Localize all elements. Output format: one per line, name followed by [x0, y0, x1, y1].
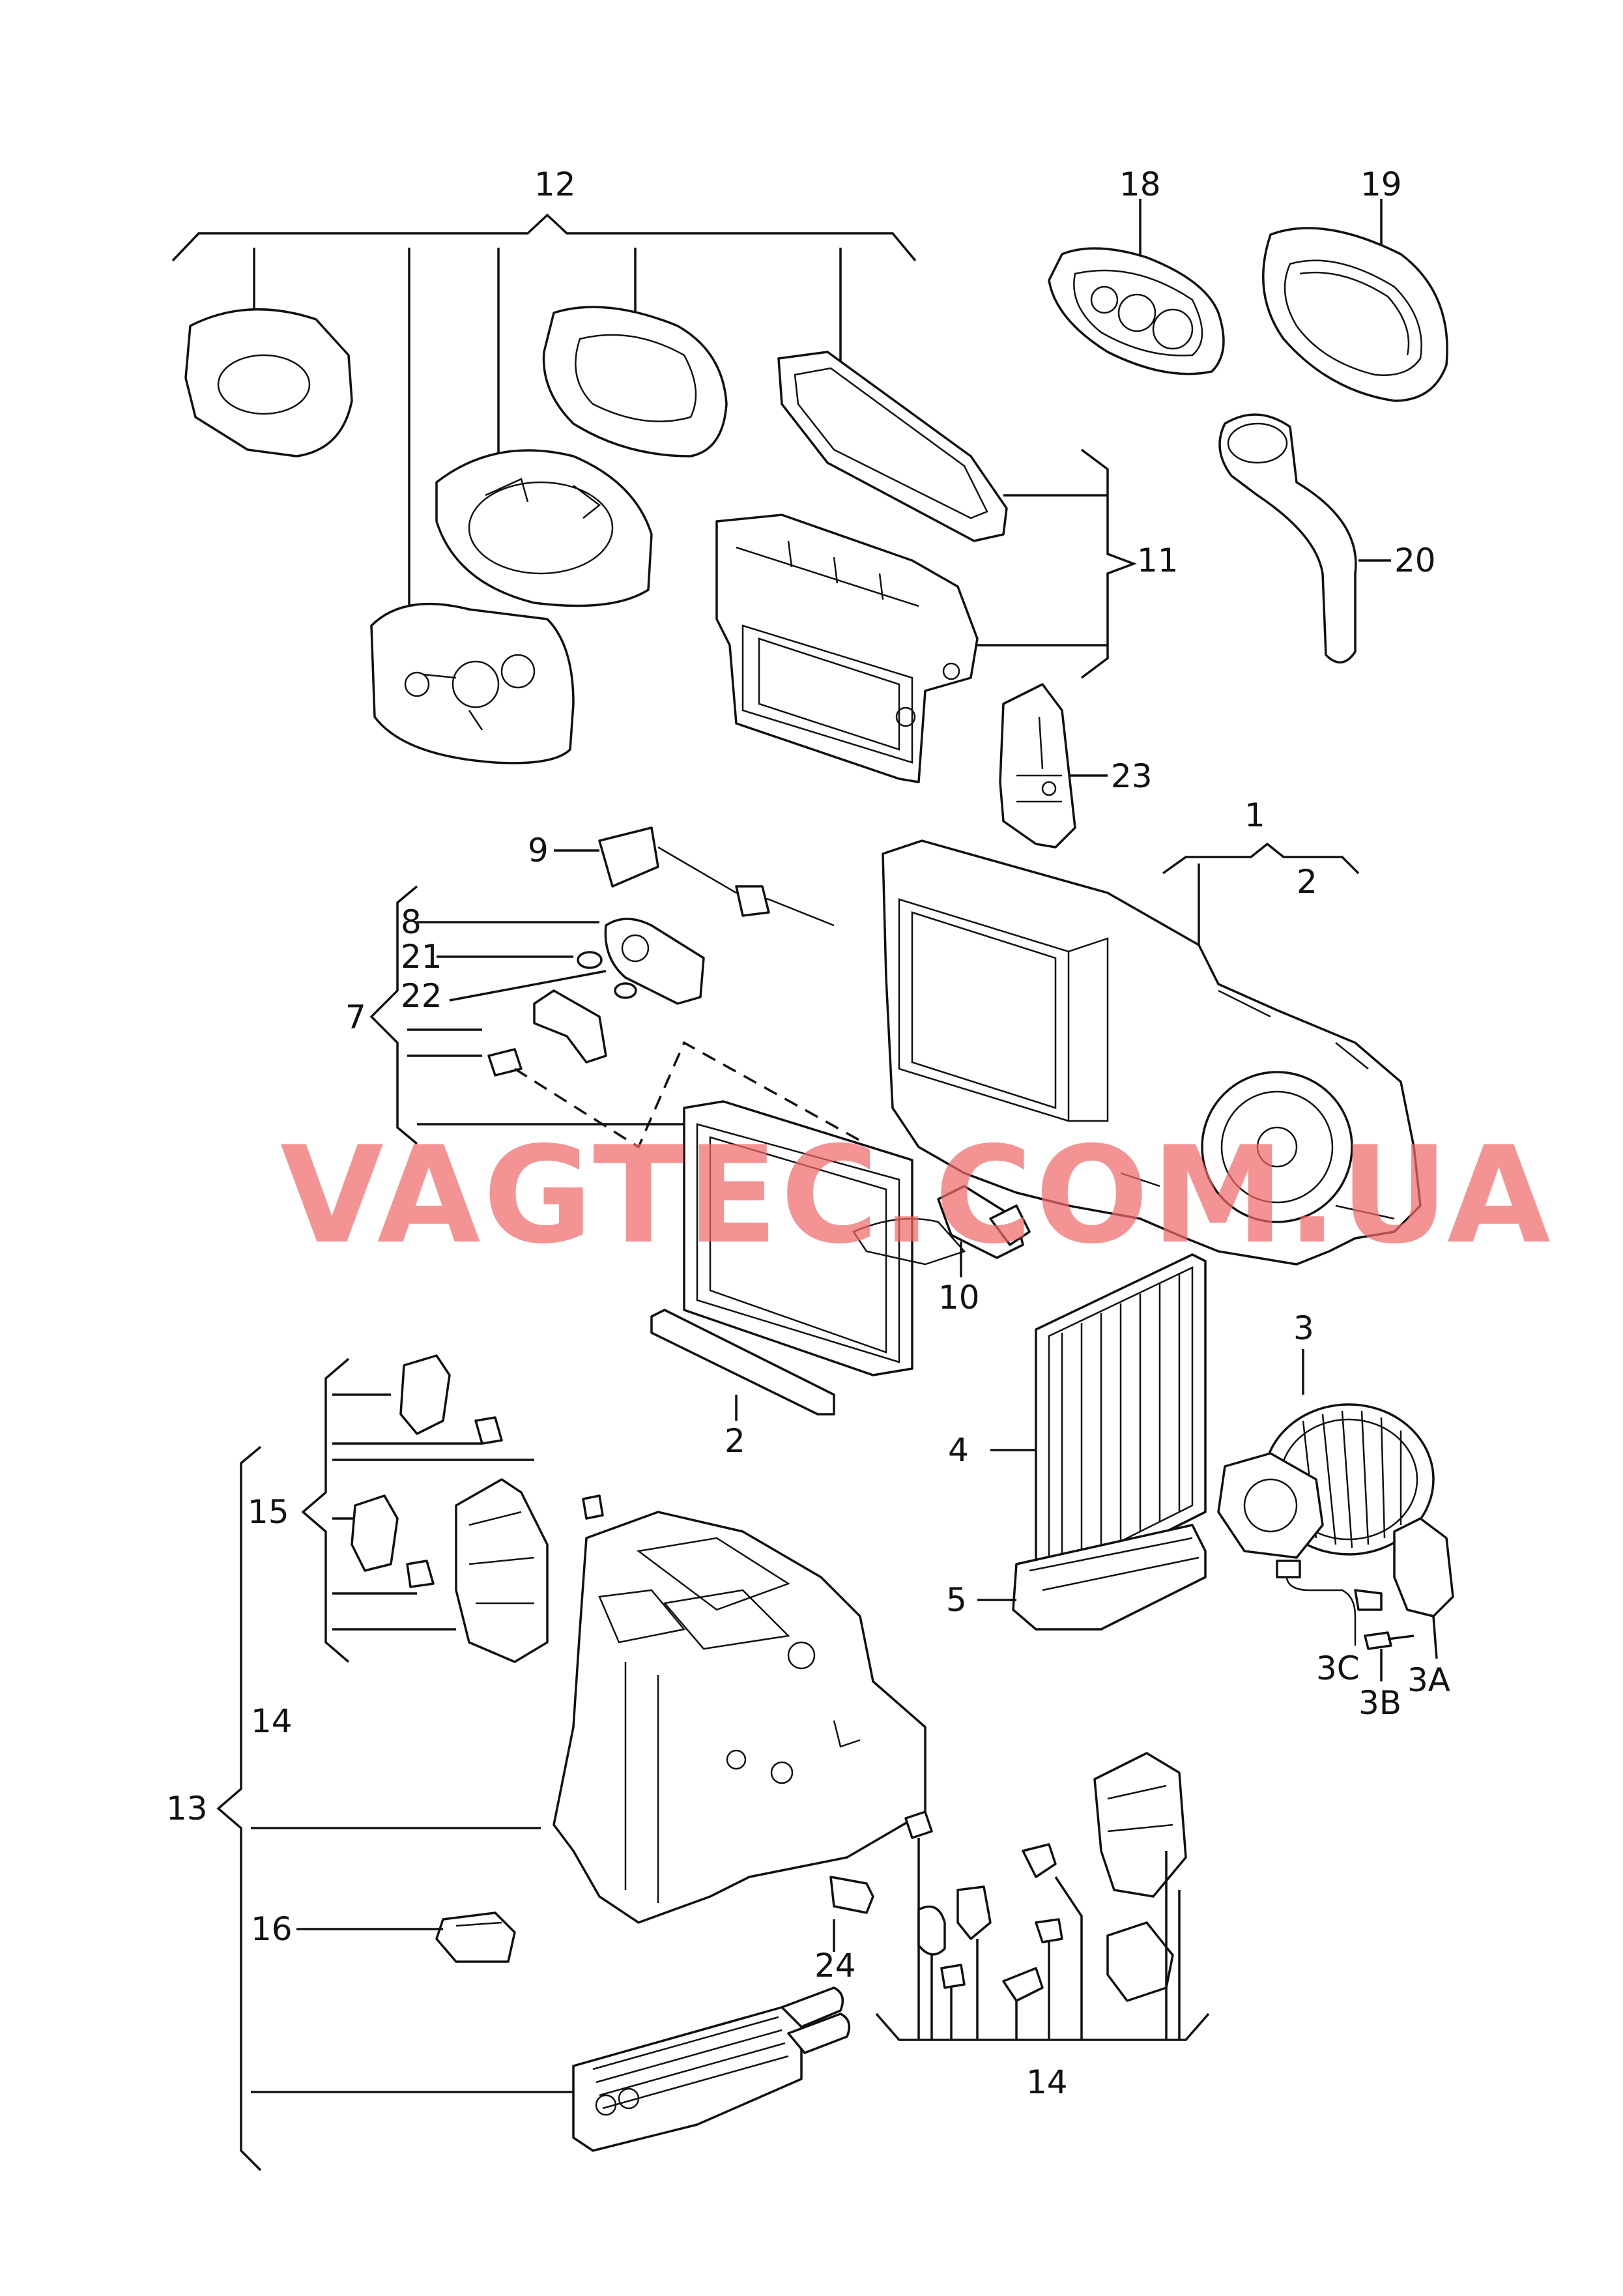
part-3-blower: [1217, 1349, 1454, 1681]
part-13-lower-housing: [216, 1354, 926, 2172]
label-3b: 3B: [1358, 1684, 1401, 1722]
label-3c: 3C: [1316, 1649, 1360, 1687]
part-14-small-parts: [875, 1752, 1210, 2041]
callout-labels: 12 18 19 20 11 23 1 2 9 8 21 22 7 10 2 3…: [166, 166, 1450, 2101]
part-19-seal: [1262, 199, 1448, 402]
label-10: 10: [938, 1279, 980, 1316]
part-11-housing-top: [715, 448, 1137, 783]
label-20: 20: [1394, 542, 1436, 579]
watermark: VAGTEC.COM.UA: [280, 1118, 1553, 1273]
label-3a: 3A: [1407, 1661, 1450, 1699]
label-19: 19: [1360, 166, 1402, 203]
label-5: 5: [946, 1581, 967, 1619]
label-9: 9: [528, 832, 549, 869]
part-1-housing: [882, 839, 1422, 1266]
part-10-sensor: [937, 1185, 1031, 1277]
label-2-bottom: 2: [725, 1422, 745, 1460]
label-15: 15: [248, 1493, 289, 1531]
label-4: 4: [948, 1431, 969, 1469]
label-22: 22: [401, 977, 442, 1015]
label-24: 24: [814, 1947, 856, 1984]
part-5-bracket: [977, 1524, 1207, 1631]
label-7: 7: [345, 998, 366, 1036]
label-1: 1: [1244, 796, 1265, 834]
part-12-seals: [171, 213, 1008, 764]
label-3: 3: [1293, 1309, 1314, 1347]
label-23: 23: [1111, 757, 1153, 795]
part-2-evaporator: [650, 1100, 966, 1421]
label-8: 8: [401, 903, 422, 941]
label-14-left: 14: [251, 1702, 293, 1740]
part-23-actuator: [999, 683, 1108, 849]
part-9-sensor: [554, 826, 835, 927]
label-14-bottom: 14: [1026, 2063, 1068, 2101]
label-13: 13: [166, 1790, 208, 1827]
label-12: 12: [534, 166, 576, 203]
label-18: 18: [1119, 166, 1161, 203]
label-16: 16: [251, 1910, 293, 1948]
part-7-valve-group: [369, 885, 861, 1149]
label-21: 21: [401, 938, 442, 976]
part-18-seal: [1048, 199, 1225, 375]
label-11: 11: [1137, 542, 1179, 579]
part-20-hose: [1218, 413, 1391, 663]
label-2-top: 2: [1297, 863, 1317, 901]
